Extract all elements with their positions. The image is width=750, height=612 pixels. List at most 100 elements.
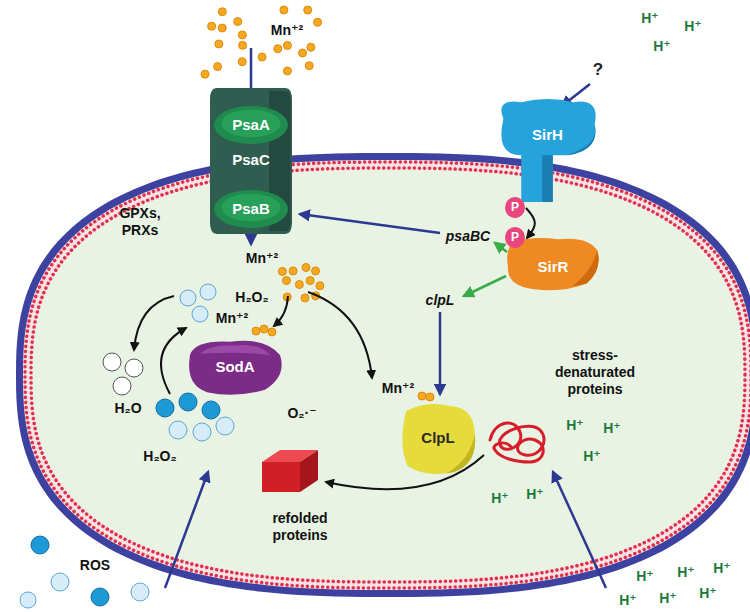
manganese-dot <box>305 62 313 70</box>
text-label: H₂O <box>114 400 141 417</box>
manganese-dot <box>283 41 291 49</box>
art-element <box>51 573 69 591</box>
enzyme-shape: SodA <box>185 337 285 397</box>
text-label: stress-denaturated proteins <box>547 347 643 397</box>
transporter-subunit: PsaCPsaAPsaB <box>210 88 292 234</box>
shape-fill <box>210 88 292 234</box>
proton-label: H⁺ <box>526 486 544 503</box>
proton-label: H⁺ <box>491 490 509 507</box>
sensor-kinase-outline <box>495 98 600 202</box>
art-element <box>495 243 507 252</box>
manganese-dot <box>299 49 307 57</box>
shape-fill <box>189 341 282 395</box>
shape-fill <box>505 197 525 218</box>
art-element <box>169 421 187 439</box>
proton-label: H⁺ <box>713 560 731 577</box>
gene-label: clpL <box>426 292 455 309</box>
node-label: P <box>511 231 519 244</box>
art-element <box>308 292 372 378</box>
manganese-dot <box>282 277 290 285</box>
proton-label: H⁺ <box>659 590 677 607</box>
shape-fill <box>214 106 288 144</box>
art-element <box>165 472 208 588</box>
manganese-dot <box>280 6 288 14</box>
manganese-dot <box>268 328 276 336</box>
text-label: O₂·⁻ <box>287 405 316 422</box>
phosphate-group: P <box>505 227 525 248</box>
text-label: ROS <box>80 557 110 574</box>
proton-label: H⁺ <box>684 18 702 35</box>
art-element <box>179 393 197 411</box>
art-element <box>156 399 174 417</box>
node-label: PsaB <box>232 201 270 218</box>
node-label: P <box>511 201 519 214</box>
manganese-dot <box>283 67 291 75</box>
proton-label: H⁺ <box>583 448 601 465</box>
denatured-protein <box>490 423 544 462</box>
text-label: GPXs, PRXs <box>110 205 170 239</box>
chaperone-shape: ClpL <box>398 400 478 475</box>
shape-fill <box>569 124 596 155</box>
phosphate-group: P <box>505 197 525 218</box>
proton-label: H⁺ <box>603 420 621 437</box>
transporter-subunit: PsaB <box>214 190 288 228</box>
manganese-dot <box>306 277 314 285</box>
shape-fill <box>200 345 270 355</box>
manganese-dot <box>302 263 310 271</box>
manganese-dot <box>304 6 312 14</box>
membrane-band <box>23 160 750 590</box>
lipid-heads <box>25 162 750 588</box>
proton-label: H⁺ <box>619 592 637 609</box>
cytoplasm <box>33 170 743 580</box>
node-label: SirR <box>538 259 569 276</box>
manganese-dot <box>238 31 246 39</box>
manganese-dot <box>312 267 320 275</box>
art-element <box>20 592 36 608</box>
art-element <box>274 296 288 326</box>
manganese-dot <box>295 281 303 289</box>
phosphotransfer-arrow <box>526 208 535 238</box>
outer-wall <box>16 153 750 597</box>
manganese-dot <box>238 58 246 66</box>
question-mark: ? <box>593 60 603 80</box>
art-element <box>131 583 149 601</box>
node-label: ClpL <box>421 429 454 446</box>
art-element <box>192 306 208 322</box>
proton-label: H⁺ <box>566 417 584 434</box>
transporter-subunit: PsaA <box>214 106 288 144</box>
art-element <box>103 353 121 371</box>
manganese-dot <box>278 267 286 275</box>
shape-fill <box>572 250 598 286</box>
manganese-dot <box>252 327 260 335</box>
node-label: PsaA <box>232 117 270 134</box>
art-element <box>161 328 186 394</box>
sensor-kinase: SirH <box>495 98 600 202</box>
manganese-dot <box>301 294 309 302</box>
node-label: SodA <box>215 359 254 376</box>
gene-label: psaBC <box>446 228 490 245</box>
art-element <box>202 401 220 419</box>
art-element <box>113 377 131 395</box>
manganese-dot <box>215 40 223 48</box>
proton-label: H⁺ <box>636 568 654 585</box>
shape-fill <box>221 194 280 221</box>
art-element <box>300 450 318 492</box>
ion-label: Mn⁺² <box>216 310 248 327</box>
proton-label: H⁺ <box>699 585 717 602</box>
manganese-dot <box>208 22 216 30</box>
art-element <box>439 312 442 394</box>
ros-circles <box>20 284 234 608</box>
art-element <box>200 284 216 300</box>
art-element <box>262 462 300 492</box>
text-label: H₂O₂ <box>143 448 176 465</box>
manganese-dot <box>218 8 226 16</box>
art-element <box>553 472 606 588</box>
proton-label: H⁺ <box>653 38 671 55</box>
ion-label: Mn⁺² <box>382 380 414 397</box>
proton-label: H⁺ <box>641 10 659 27</box>
manganese-dot <box>274 45 282 53</box>
manganese-dot <box>260 325 268 333</box>
